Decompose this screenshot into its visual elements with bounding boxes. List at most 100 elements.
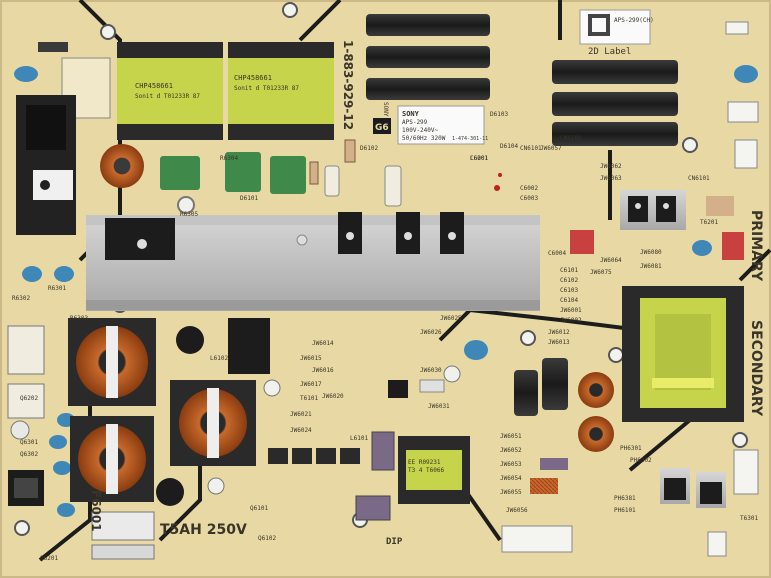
transformer-2-sub: Sonit d T01233R 87 <box>234 85 299 92</box>
main-transformer-1: CHP458661 Sonit d T01233R 87 <box>117 42 223 140</box>
refdes-label: JW6002 <box>560 317 582 324</box>
optocouplers <box>268 448 360 464</box>
toroid-choke-small <box>100 144 144 188</box>
blue-capacitor-top-left <box>14 66 38 82</box>
region-secondary: SECONDARY <box>748 320 764 417</box>
main-heatsink <box>86 212 540 311</box>
main-fuse: T5AH 250V F6001 <box>89 490 247 560</box>
refdes-label: JW6020 <box>322 393 344 400</box>
refdes-label: R6302 <box>12 295 30 302</box>
refdes-label: JW6055 <box>500 489 522 496</box>
refdes-label: JW6080 <box>640 249 662 256</box>
refdes-label: R6303 <box>70 315 88 322</box>
refdes-label: JW6052 <box>500 447 522 454</box>
power-transistors-right <box>570 190 744 260</box>
refdes-label: JW6013 <box>548 339 570 346</box>
refdes-label: JW6064 <box>600 257 622 264</box>
refdes-label: CN6101 <box>688 175 710 182</box>
refdes-label: D6102 <box>360 145 378 152</box>
refdes-label: T6201 <box>700 219 718 226</box>
output-regulators <box>660 449 759 557</box>
sony-rating: 100V-240V~ <box>402 127 439 134</box>
sony-freq-power: 50/60Hz 320W <box>402 135 446 142</box>
input-choke-1 <box>68 318 156 406</box>
refdes-label: JW6021 <box>290 411 312 418</box>
refdes-label: D6104 <box>500 143 518 150</box>
refdes-label: C6103 <box>560 287 578 294</box>
input-choke-2 <box>70 416 154 502</box>
refdes-label: PH6302 <box>630 457 652 464</box>
refdes-label: JW6056 <box>506 507 528 514</box>
refdes-label: CN6102 <box>560 135 582 142</box>
blue-y-capacitors <box>22 240 712 517</box>
x-capacitors-green <box>160 152 306 194</box>
refdes-label: Q6301 <box>20 439 38 446</box>
secondary-capacitors-right <box>552 60 678 146</box>
refdes-label: T6101 <box>300 395 318 402</box>
refdes-label: C6102 <box>560 277 578 284</box>
board-part-number: 1-883-929-12 <box>341 40 355 130</box>
2d-label-text: APS-299(CH) <box>614 17 654 24</box>
refdes-label: C6004 <box>548 250 566 257</box>
dip-mark: DIP <box>386 537 403 547</box>
refdes-label: JW6062 <box>600 163 622 170</box>
transformer-1-label: CHP458661 <box>135 82 173 90</box>
refdes-label: JW6025 <box>440 315 462 322</box>
refdes-label: C6002 <box>520 185 538 192</box>
refdes-label: JW6012 <box>548 329 570 336</box>
refdes-label: Q6102 <box>258 535 276 542</box>
standby-transformer-sub: T3 4 T6066 <box>408 467 445 474</box>
refdes-label: Q6201 <box>40 555 58 562</box>
sony-rating-label: SONY APS-299 100V-240V~ 50/60Hz 320W 1-4… <box>397 105 488 145</box>
refdes-label: JW6017 <box>300 381 322 388</box>
refdes-label: JW6014 <box>312 340 334 347</box>
refdes-label: R6301 <box>48 285 66 292</box>
refdes-label: C6104 <box>560 297 578 304</box>
refdes-label: JW6063 <box>600 175 622 182</box>
left-edge-components <box>7 325 45 506</box>
filter-capacitors-top <box>366 14 490 100</box>
svg-text:SONY: SONY <box>382 102 389 117</box>
refdes-label: L6101 <box>350 435 368 442</box>
refdes-label: JW6031 <box>428 403 450 410</box>
refdes-label: JW6057 <box>540 145 562 152</box>
sony-brand: SONY <box>402 110 420 118</box>
refdes-label: JW6051 <box>500 433 522 440</box>
refdes-label: Q6302 <box>20 451 38 458</box>
refdes-label: CN6101 <box>520 145 542 152</box>
refdes-label: JW6026 <box>420 329 442 336</box>
refdes-label: JW6081 <box>640 263 662 270</box>
secondary-output-capacitors <box>514 358 614 452</box>
refdes-label: L6102 <box>210 355 228 362</box>
transformer-1-sub: Sonit d T01233R 87 <box>135 93 200 100</box>
bridge-rectifier-heatsink <box>16 95 76 235</box>
standby-transformer: EE R09231 T3 4 T6066 <box>398 436 470 504</box>
2d-label-sticker: APS-299(CH) 2D Label <box>579 9 654 57</box>
sony-model: APS-299 <box>402 119 428 126</box>
pfc-choke <box>170 380 256 466</box>
refdes-label: D6103 <box>490 111 508 118</box>
refdes-label: Q6101 <box>250 505 268 512</box>
refdes-label: T6301 <box>740 515 758 522</box>
refdes-label: Q6202 <box>20 395 38 402</box>
refdes-label: R6304 <box>220 155 238 162</box>
refdes-label: JW6016 <box>312 367 334 374</box>
sony-code: 1-474-301-11 <box>452 136 488 142</box>
reference-designator-labels: C6001C6002C6003C6004C6101C6102C6103C6104… <box>12 111 758 562</box>
board-version-mark: G6 <box>375 123 389 133</box>
secondary-transformer <box>622 286 744 422</box>
refdes-label: C6003 <box>520 195 538 202</box>
refdes-label: JW6030 <box>420 367 442 374</box>
refdes-label: JW6054 <box>500 475 522 482</box>
refdes-label: JW6001 <box>560 307 582 314</box>
standby-transformer-label: EE R09231 <box>408 459 441 466</box>
refdes-label: PH6301 <box>620 445 642 452</box>
main-transformer-2: CHP458661 Sonit d T01233R 87 <box>228 42 334 140</box>
fuse-rating: T5AH 250V <box>160 522 247 538</box>
refdes-label: PH6101 <box>614 507 636 514</box>
refdes-label: PH6381 <box>614 495 636 502</box>
refdes-label: C6101 <box>560 267 578 274</box>
output-connector <box>501 525 573 553</box>
refdes-label: R6305 <box>180 211 198 218</box>
